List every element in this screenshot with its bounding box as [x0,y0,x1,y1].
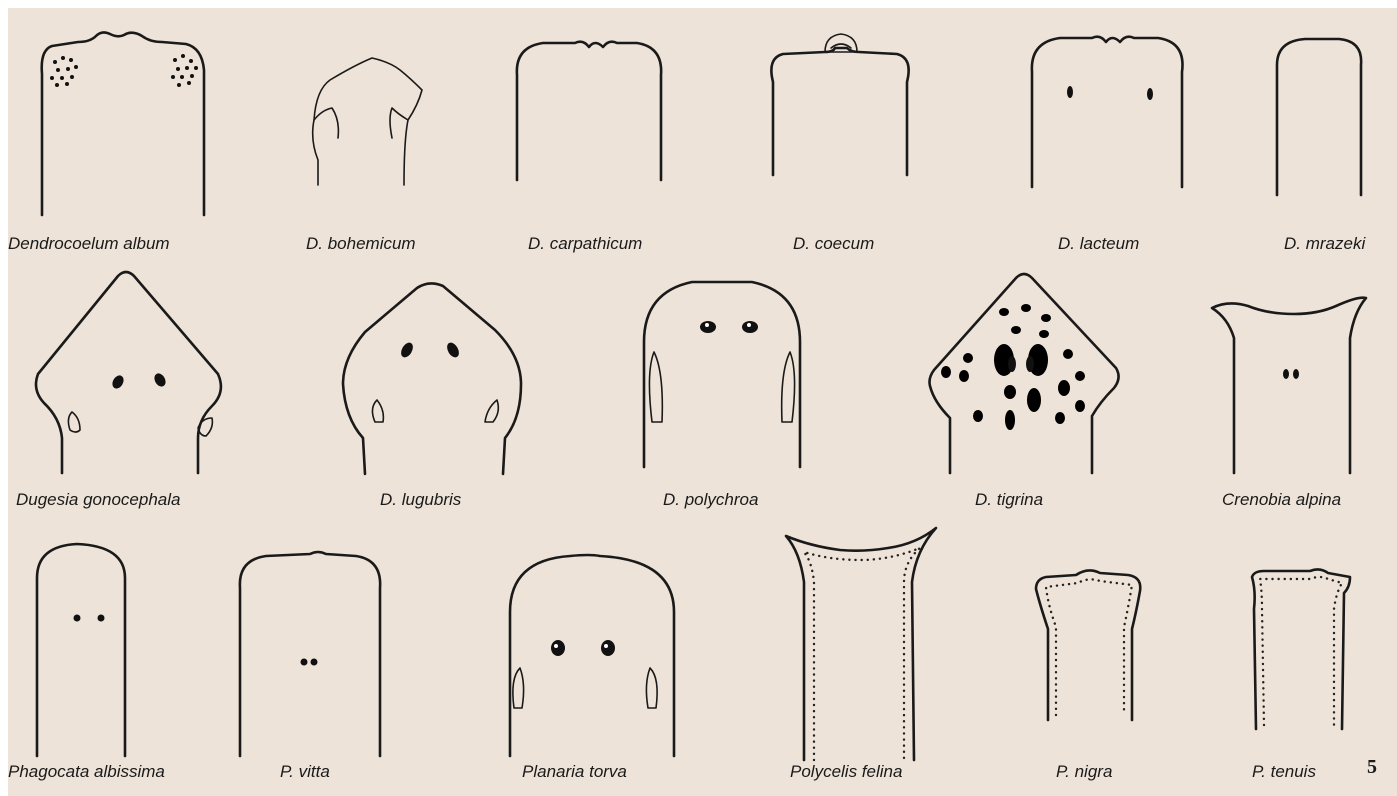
species-label: D. bohemicum [306,234,416,254]
head-drawing-crenobia-alpina [1208,278,1378,478]
species-label: D. tigrina [975,490,1043,510]
head-drawing-dugesia-gonocephala [22,268,242,478]
page-number: 5 [1367,756,1377,779]
head-drawing-polycelis-felina [780,522,950,762]
species-label: D. polychroa [663,490,758,510]
species-label: Crenobia alpina [1222,490,1341,510]
head-drawing-d-lugubris [335,272,535,478]
head-drawing-p-nigra [1028,565,1158,725]
species-label: D. lugubris [380,490,461,510]
species-label: Polycelis felina [790,762,902,782]
species-label: D. coecum [793,234,874,254]
head-drawing-d-polychroa [632,272,822,472]
species-label: Planaria torva [522,762,627,782]
head-drawing-d-mrazeki [1265,35,1375,205]
head-drawing-phagocata-albissima [25,538,155,760]
head-drawing-d-coecum [755,30,925,180]
species-label: D. mrazeki [1284,234,1365,254]
species-label: P. nigra [1056,762,1112,782]
head-drawing-d-tigrina [920,268,1130,478]
species-label: Dugesia gonocephala [16,490,180,510]
head-drawing-d-carpathicum [505,35,675,185]
species-label: Dendrocoelum album [8,234,170,254]
head-drawing-planaria-torva [500,548,685,760]
head-drawing-d-lacteum [1020,32,1195,192]
species-label: D. carpathicum [528,234,642,254]
head-drawing-d-bohemicum [300,50,440,190]
head-drawing-dendrocoelum-album [30,22,220,222]
species-label: P. tenuis [1252,762,1316,782]
species-label: D. lacteum [1058,234,1139,254]
head-drawing-p-vitta [230,548,390,760]
head-drawing-p-tenuis [1246,565,1356,733]
species-label: P. vitta [280,762,330,782]
species-label: Phagocata albissima [8,762,165,782]
